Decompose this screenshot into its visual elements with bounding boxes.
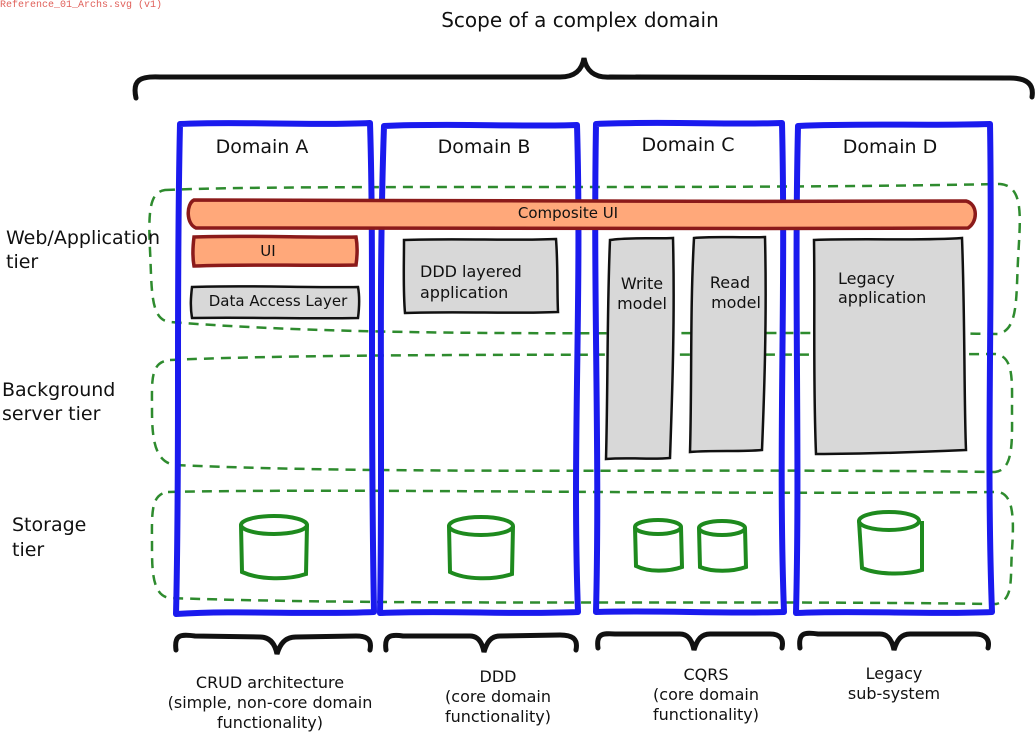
scope-brace <box>132 57 1035 101</box>
domain-b-title: Domain B <box>438 136 531 158</box>
composite-ui-label: Composite UI <box>518 204 618 222</box>
file-label: Reference_01_Archs.svg (v1) <box>0 0 163 11</box>
tier-label-web-line-1: Web/Application <box>6 227 160 249</box>
write-model-line-2: model <box>617 294 667 313</box>
caption-legacy: Legacy sub-system <box>848 664 940 703</box>
tier-label-storage-line-1: Storage <box>12 514 86 536</box>
write-model-line-1: Write <box>621 274 663 293</box>
ui-box-label: UI <box>260 242 275 260</box>
domain-d-title: Domain D <box>843 136 937 158</box>
tier-label-background-line-2: server tier <box>2 403 101 425</box>
caption-ddd-line-3: functionality) <box>445 707 551 726</box>
brace-ddd <box>383 632 579 653</box>
tier-label-storage: Storage tier <box>12 514 86 561</box>
ui-box: UI <box>191 234 359 268</box>
data-access-layer-label: Data Access Layer <box>209 292 348 310</box>
brace-crud <box>173 632 373 655</box>
tier-region-background <box>150 352 1014 474</box>
tier-label-web-line-2: tier <box>6 251 38 273</box>
tier-region-storage <box>150 489 1015 606</box>
tier-label-storage-line-2: tier <box>12 539 44 561</box>
domain-c-title: Domain C <box>641 134 734 156</box>
caption-cqrs-line-3: functionality) <box>653 705 759 724</box>
ddd-layered-application-line-2: application <box>420 283 508 302</box>
domain-a-title: Domain A <box>216 136 309 158</box>
caption-cqrs-line-2: (core domain <box>653 685 759 704</box>
database-icon-a <box>239 514 309 581</box>
tier-region-web <box>148 182 1021 336</box>
domain-column-a: Domain A <box>173 120 377 617</box>
read-model-line-1: Read <box>710 273 750 292</box>
caption-cqrs: CQRS (core domain functionality) <box>653 665 759 724</box>
legacy-application-line-1: Legacy <box>838 269 895 288</box>
database-icon-d <box>857 510 924 576</box>
diagram-title: Scope of a complex domain <box>441 8 719 32</box>
caption-legacy-line-2: sub-system <box>848 684 940 703</box>
read-model-line-2: model <box>711 293 761 312</box>
caption-ddd-line-2: (core domain <box>445 687 551 706</box>
legacy-application-line-2: application <box>838 288 926 307</box>
data-access-layer-box: Data Access Layer <box>189 285 361 320</box>
composite-ui-bar: Composite UI <box>186 197 977 231</box>
database-icon-c-write <box>633 518 685 573</box>
caption-ddd: DDD (core domain functionality) <box>445 667 551 726</box>
domain-column-c: Domain C <box>592 119 787 616</box>
ddd-layered-application-line-1: DDD layered <box>420 262 522 281</box>
database-icon-c-read <box>697 519 749 573</box>
caption-legacy-line-1: Legacy <box>866 664 923 683</box>
legacy-application-box: Legacy application <box>812 236 968 456</box>
ddd-layered-application-box: DDD layered application <box>402 237 560 315</box>
brace-legacy <box>797 630 991 651</box>
caption-crud-line-1: CRUD architecture <box>196 673 344 692</box>
read-model-box: Read model <box>688 235 767 454</box>
caption-crud: CRUD architecture (simple, non-core doma… <box>168 673 373 732</box>
domain-column-b: Domain B <box>377 121 582 616</box>
tier-label-background-line-1: Background <box>2 379 115 401</box>
tier-label-background: Background server tier <box>2 379 115 425</box>
write-model-box: Write model <box>604 236 675 461</box>
caption-ddd-line-1: DDD <box>480 667 517 686</box>
caption-cqrs-line-1: CQRS <box>683 665 728 684</box>
caption-crud-line-2: (simple, non-core domain <box>168 693 373 712</box>
domain-column-d: Domain D <box>793 121 995 616</box>
database-icon-b <box>447 515 515 581</box>
tier-label-web: Web/Application tier <box>6 227 160 273</box>
caption-crud-line-3: functionality) <box>217 713 323 732</box>
brace-cqrs <box>595 631 785 651</box>
